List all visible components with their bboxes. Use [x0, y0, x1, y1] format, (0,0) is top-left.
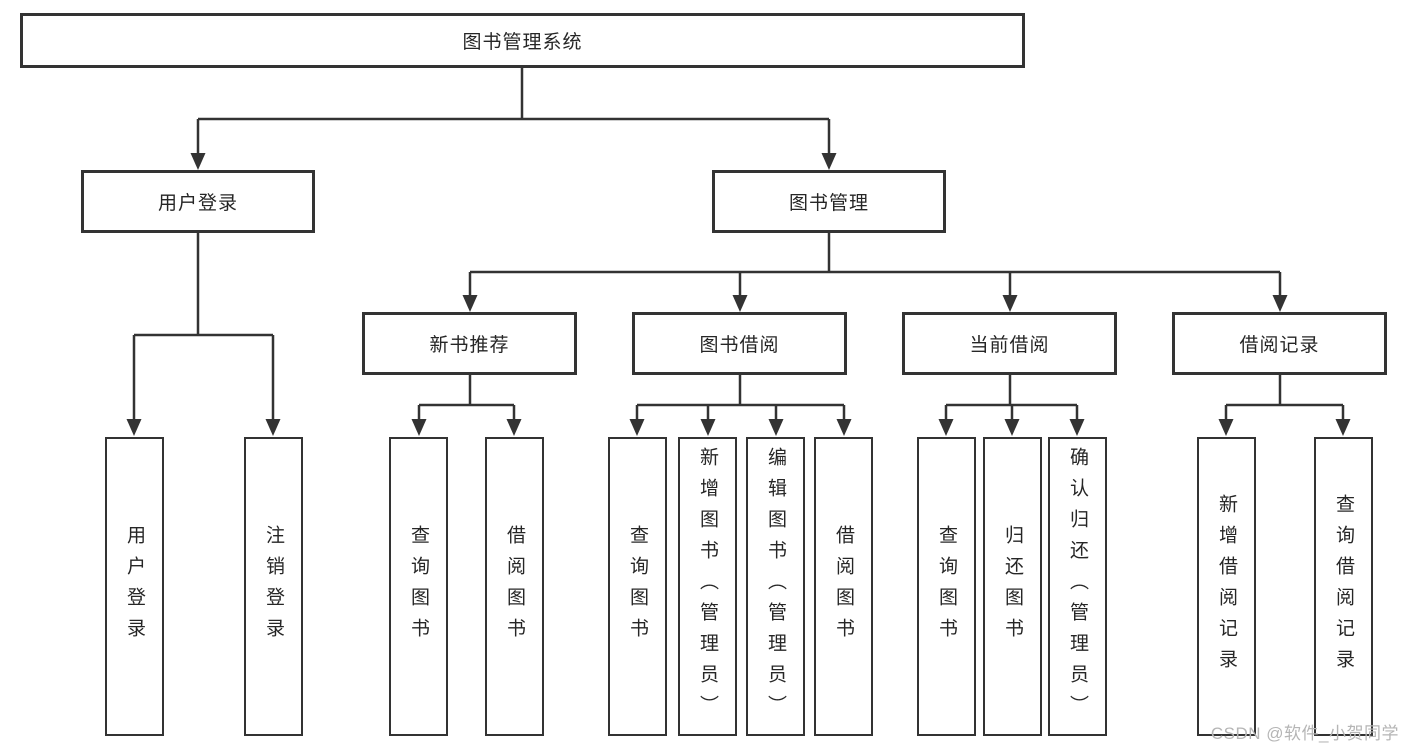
leaf-recommend-query-books: 查询图书 — [389, 437, 448, 736]
leaf-user-login: 用户登录 — [105, 437, 164, 736]
node-library-management-system: 图书管理系统 — [20, 13, 1025, 68]
node-book-borrowing: 图书借阅 — [632, 312, 847, 375]
leaf-current-confirm-return-admin: 确认归还（管理员） — [1048, 437, 1107, 736]
leaf-borrowing-borrow-books: 借阅图书 — [814, 437, 873, 736]
connector-paths — [132, 68, 1345, 421]
leaf-borrowing-add-books-admin: 新增图书（管理员） — [678, 437, 737, 736]
csdn-watermark: CSDN @软件_小贺同学 — [1210, 724, 1399, 743]
leaf-records-add-record: 新增借阅记录 — [1197, 437, 1256, 736]
node-new-book-recommendation: 新书推荐 — [362, 312, 577, 375]
node-current-borrowing: 当前借阅 — [902, 312, 1117, 375]
leaf-records-query-record: 查询借阅记录 — [1314, 437, 1373, 736]
leaf-logout-login: 注销登录 — [244, 437, 303, 736]
leaf-current-return-books: 归还图书 — [983, 437, 1042, 736]
leaf-borrowing-query-books: 查询图书 — [608, 437, 667, 736]
leaf-recommend-borrow-books: 借阅图书 — [485, 437, 544, 736]
leaf-borrowing-edit-books-admin: 编辑图书（管理员） — [746, 437, 805, 736]
arrowheads — [126, 153, 1351, 436]
node-borrow-records: 借阅记录 — [1172, 312, 1387, 375]
node-book-management: 图书管理 — [712, 170, 946, 233]
leaf-current-query-books: 查询图书 — [917, 437, 976, 736]
node-user-login: 用户登录 — [81, 170, 315, 233]
